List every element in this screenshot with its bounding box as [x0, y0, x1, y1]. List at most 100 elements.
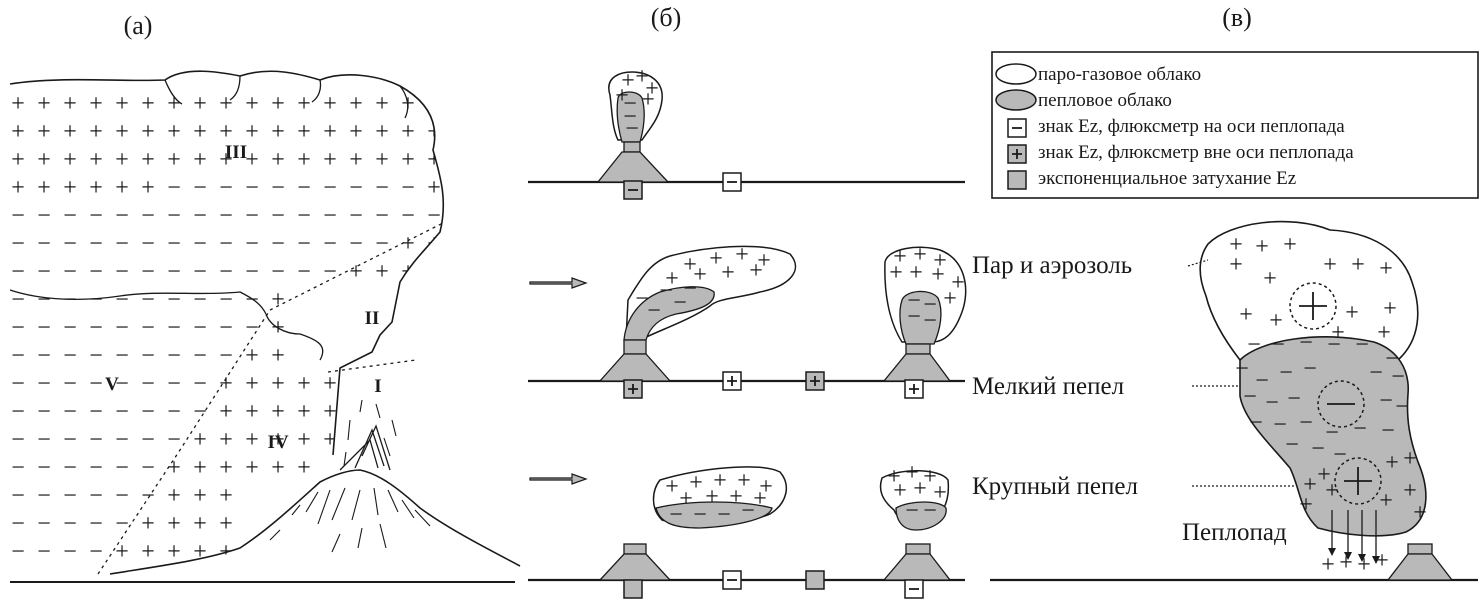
plus-charge-sign: + [323, 119, 337, 145]
plus-charge-sign: + [167, 511, 181, 537]
negative-charge-center [1317, 380, 1365, 428]
center-plus-sign [1299, 292, 1327, 320]
plus-charge-sign: + [1317, 462, 1331, 488]
minus-charge-sign: − [63, 399, 77, 425]
panel-c-label: (в) [1222, 3, 1252, 32]
minus-charge-sign: − [115, 455, 129, 481]
minus-charge-sign: − [115, 287, 129, 313]
plus-charge-sign: + [271, 147, 285, 173]
plus-charge-sign: + [1263, 266, 1277, 292]
minus-charge-sign: − [37, 483, 51, 509]
minus-charge-sign: − [37, 427, 51, 453]
minus-charge-sign: − [193, 231, 207, 257]
plus-charge-sign: + [375, 91, 389, 117]
plus-charge-sign: + [297, 455, 311, 481]
minus-charge-sign: − [271, 259, 285, 285]
plus-charge-sign: + [375, 119, 389, 145]
plus-charge-sign: + [1323, 252, 1337, 278]
minus-charge-sign: − [63, 511, 77, 537]
plus-charge-sign: + [245, 371, 259, 397]
plus-charge-sign: + [219, 371, 233, 397]
minus-charge-sign: − [427, 203, 441, 229]
minus-charge-sign: − [11, 427, 25, 453]
plus-charge-sign: + [115, 119, 129, 145]
plus-charge-sign: + [913, 476, 927, 502]
plus-charge-sign: + [63, 91, 77, 117]
plus-charge-sign: + [141, 119, 155, 145]
plus-charge-sign: + [1379, 256, 1393, 282]
minus-charge-sign: − [37, 371, 51, 397]
minus-charge-sign: − [219, 315, 233, 341]
legend-plus-box-swatch [1007, 144, 1027, 164]
minus-charge-sign: − [11, 315, 25, 341]
minus-charge-sign: − [1379, 388, 1393, 414]
plus-charge-sign: + [193, 91, 207, 117]
minus-charge-sign: − [1285, 432, 1299, 458]
volcano-b3b [882, 553, 952, 581]
fluxmeter-plus-sign [1012, 149, 1022, 159]
minus-charge-sign: − [1243, 384, 1257, 410]
minus-charge-sign: − [1311, 436, 1325, 462]
plus-charge-sign: + [11, 147, 25, 173]
ash-cloud-b2 [623, 286, 715, 341]
panel-c: (в) паро-газовое облако пепловое облако … [972, 3, 1479, 582]
fluxmeter-b1-1 [623, 180, 643, 200]
plus-charge-sign: + [1283, 232, 1297, 258]
minus-charge-sign: − [375, 175, 389, 201]
minus-charge-sign: − [37, 315, 51, 341]
plus-charge-sign: + [271, 287, 285, 313]
center-plus-sign-lower [1344, 467, 1372, 495]
legend-gray-box-swatch [1007, 170, 1027, 190]
minus-charge-sign: − [141, 483, 155, 509]
minus-charge-sign: − [1255, 368, 1269, 394]
plus-charge-sign: + [621, 68, 635, 94]
label-steam-aerosol: Пар и аэрозоль [972, 252, 1132, 279]
plus-charge-sign: + [297, 91, 311, 117]
plus-charge-sign: + [323, 371, 337, 397]
plus-charge-sign: + [141, 539, 155, 565]
minus-charge-sign: − [115, 371, 129, 397]
minus-charge-sign: − [141, 203, 155, 229]
plus-charge-sign: + [635, 64, 649, 90]
plus-charge-sign: + [737, 468, 751, 494]
vent-neck-c [1407, 543, 1433, 555]
plus-charge-sign: + [193, 539, 207, 565]
minus-charge-sign: − [141, 371, 155, 397]
plus-charge-sign: + [909, 260, 923, 286]
plume-base-line [9, 289, 267, 315]
minus-charge-sign: − [1353, 416, 1367, 442]
minus-charge-sign: − [63, 539, 77, 565]
ash-cloud-b1 [616, 91, 645, 143]
label-fine-ash: Мелкий пепел [972, 373, 1124, 400]
minus-charge-sign: − [323, 231, 337, 257]
plus-charge-sign: + [89, 119, 103, 145]
minus-charge-sign: − [659, 278, 673, 304]
plus-charge-sign: + [11, 175, 25, 201]
ash-cloud-b2b [899, 290, 942, 345]
plus-charge-sign: + [1325, 478, 1339, 504]
plus-charge-sign: + [349, 147, 363, 173]
plus-charge-sign: + [167, 91, 181, 117]
plus-charge-sign: + [913, 242, 927, 268]
minus-charge-sign: − [115, 259, 129, 285]
minus-charge-sign: − [323, 175, 337, 201]
fluxmeter-box [623, 579, 643, 599]
minus-charge-sign: − [1381, 418, 1395, 444]
minus-charge-sign: − [11, 231, 25, 257]
eruption-column-streaks [343, 399, 397, 467]
minus-charge-sign: − [669, 502, 683, 528]
minus-charge-sign: − [11, 539, 25, 565]
plus-charge-sign: + [349, 119, 363, 145]
plus-charge-sign: + [427, 119, 441, 145]
minus-charge-sign: − [141, 455, 155, 481]
minus-charge-sign: − [115, 343, 129, 369]
minus-charge-sign: − [141, 287, 155, 313]
plus-charge-sign: + [193, 511, 207, 537]
plus-charge-sign: + [297, 427, 311, 453]
fluxmeter-box [805, 570, 825, 590]
minus-charge-sign: − [219, 175, 233, 201]
fluxmeter-b3-4 [904, 579, 924, 599]
charge-signs-b: +++++−−−++++++++−−−−−++++++++−−−−+++++++… [615, 64, 965, 528]
minus-charge-sign: − [63, 315, 77, 341]
legend-minus-box-swatch [1007, 118, 1027, 138]
